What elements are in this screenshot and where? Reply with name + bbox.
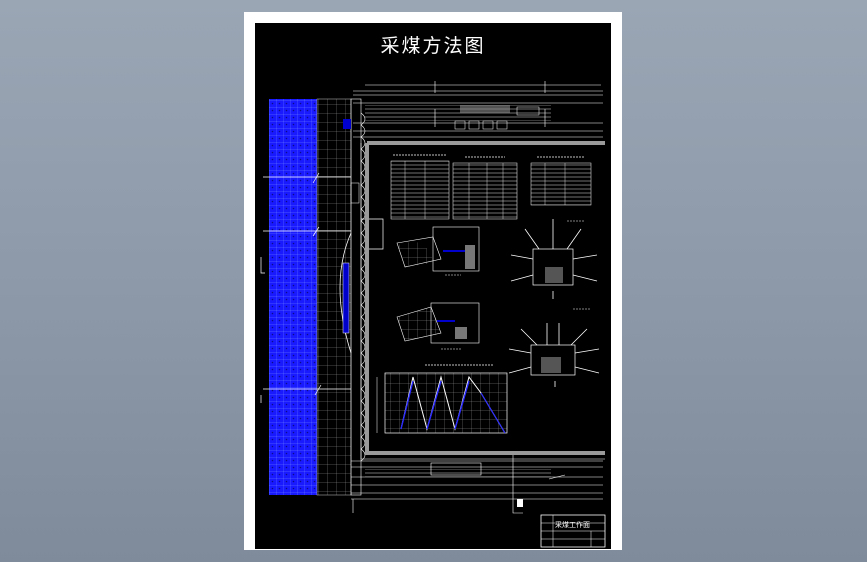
drawing-sheet: 采煤方法图: [244, 12, 622, 550]
roadway-section-upper: [510, 219, 598, 299]
drawing-title: 采煤方法图: [380, 35, 486, 57]
support-section-lower: [396, 302, 480, 350]
bottom-roadway: [351, 455, 603, 514]
working-face-frame: [360, 141, 605, 460]
cad-drawing-area: 采煤方法图: [255, 23, 611, 549]
top-roadway: [353, 81, 603, 138]
title-block-name: 采煤工作面: [555, 521, 590, 529]
title-block: [540, 514, 606, 548]
cad-linework: [260, 81, 606, 548]
table-middle: [452, 156, 518, 220]
table-left: [390, 154, 450, 220]
support-section-upper: [396, 226, 480, 276]
coal-seam-zone: [260, 98, 384, 496]
table-right: [530, 156, 592, 206]
cycle-operation-chart: [376, 364, 508, 434]
roadway-section-lower: [508, 308, 600, 387]
